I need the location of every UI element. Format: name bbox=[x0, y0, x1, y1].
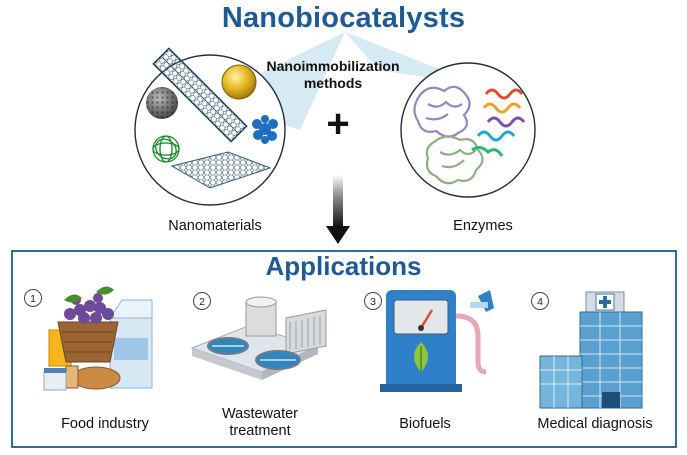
water-treatment-plant-icon bbox=[190, 296, 327, 380]
nanomaterials-circle bbox=[134, 47, 286, 206]
application-number-2: 2 bbox=[193, 292, 211, 310]
method-label-line2: methods bbox=[303, 75, 363, 91]
application-label-biofuels: Biofuels bbox=[380, 416, 470, 432]
enzyme-structure-purple-icon bbox=[413, 85, 471, 138]
applications-title: Applications bbox=[265, 251, 422, 281]
method-label-line1: Nanoimmobilization bbox=[266, 58, 400, 74]
down-arrow-icon bbox=[326, 175, 350, 244]
food-basket-icon bbox=[43, 286, 153, 391]
application-label-medical-diagnosis: Medical diagnosis bbox=[520, 416, 670, 432]
application-label-food-industry: Food industry bbox=[40, 416, 170, 432]
application-label-line1: Medical diagnosis bbox=[537, 416, 653, 432]
nanoimmobilization-methods-label: Nanoimmobilization methods bbox=[258, 58, 408, 92]
enzyme-structure-helix-icon bbox=[471, 88, 526, 157]
application-label-line1: Biofuels bbox=[399, 416, 451, 432]
application-label-line1: Wastewater bbox=[221, 406, 298, 422]
applications-panel bbox=[11, 250, 677, 448]
diagram-title: Nanobiocatalysts bbox=[221, 2, 466, 34]
carbon-nanotube-icon bbox=[152, 47, 248, 143]
plus-symbol: + bbox=[326, 102, 350, 146]
application-label-wastewater-treatment: Wastewater treatment bbox=[200, 406, 320, 440]
application-number-4: 4 bbox=[531, 292, 549, 310]
gold-nanoparticle-icon bbox=[221, 64, 257, 100]
application-label-line2: treatment bbox=[229, 423, 291, 439]
nanomaterials-caption: Nanomaterials bbox=[168, 218, 262, 234]
dendrimer-icon bbox=[252, 115, 278, 144]
application-number-3: 3 bbox=[364, 292, 382, 310]
application-number-1: 1 bbox=[24, 289, 42, 307]
enzyme-structure-green-icon bbox=[425, 135, 484, 185]
enzymes-caption: Enzymes bbox=[453, 218, 513, 234]
enzymes-circle bbox=[400, 62, 536, 198]
fuel-pump-icon bbox=[380, 290, 494, 392]
graphene-sheet-icon bbox=[170, 151, 272, 189]
application-label-line1: Food industry bbox=[61, 416, 149, 432]
hospital-icon bbox=[539, 291, 643, 409]
nanowire-ball-icon bbox=[152, 135, 180, 163]
